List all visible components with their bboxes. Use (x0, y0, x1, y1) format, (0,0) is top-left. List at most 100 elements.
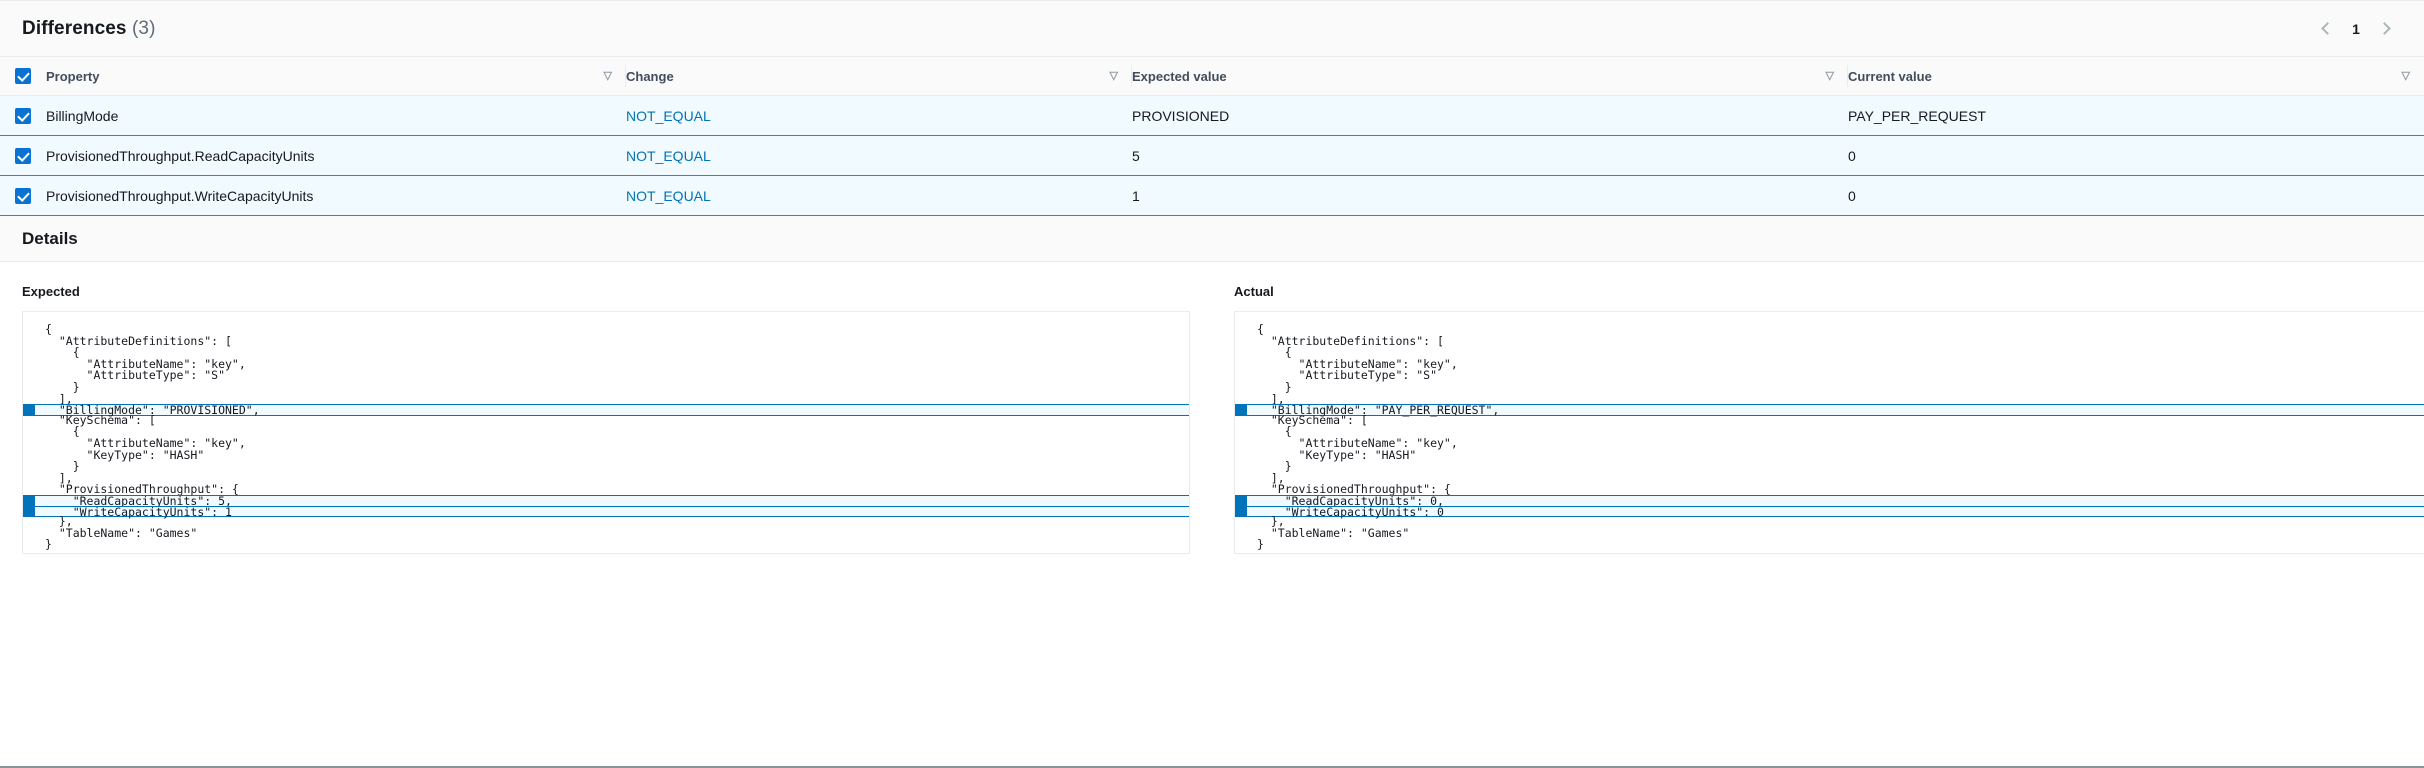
code-line: "AttributeType": "S" (1257, 368, 1438, 383)
change-link[interactable]: NOT_EQUAL (626, 107, 711, 124)
change-link[interactable]: NOT_EQUAL (626, 187, 711, 204)
code-line: ], (45, 391, 73, 406)
code-line: { (45, 322, 52, 336)
code-line: "KeySchema": [ (45, 412, 156, 427)
row-checkbox[interactable] (15, 147, 31, 164)
differences-panel: Differences (3) 1 (0, 0, 2424, 216)
column-header-property-label: Property (46, 68, 100, 84)
row-select-cell (0, 175, 46, 216)
code-line: "KeyType": "HASH" (45, 447, 205, 462)
differences-table: Property ▽ Change ▽ Ex (0, 57, 2424, 216)
column-header-current-value-label: Current value (1848, 68, 1932, 84)
row-checkbox[interactable] (15, 187, 31, 204)
code-line: "ProvisionedThroughput": { (1257, 482, 1451, 497)
change-link[interactable]: NOT_EQUAL (626, 147, 711, 164)
details-body: Expected { "AttributeDefinitions": [ { "… (0, 262, 2424, 762)
code-line-highlighted: "WriteCapacityUnits": 1 (23, 505, 1189, 517)
code-line: { (45, 424, 80, 439)
pagination-next-button[interactable] (2370, 13, 2402, 45)
expected-code-lines: { "AttributeDefinitions": [ { "Attribute… (23, 312, 1189, 551)
cell-current-value: 0 (1848, 175, 2424, 216)
details-section: Details Expected { "AttributeDefinitions… (0, 216, 2424, 762)
cell-change: NOT_EQUAL (626, 135, 1132, 176)
code-line: }, (45, 514, 73, 529)
code-line: { (45, 345, 80, 360)
actual-panel: Actual { "AttributeDefinitions": [ { "At… (1212, 284, 2424, 762)
code-line: } (1257, 379, 1292, 394)
code-line: } (45, 537, 52, 552)
column-divider (1131, 65, 1132, 87)
column-header-property[interactable]: Property ▽ (46, 57, 626, 96)
code-line-highlighted: "BillingMode": "PAY_PER_REQUEST", (1235, 404, 2424, 416)
code-line: "AttributeName": "key", (1257, 356, 1458, 371)
cell-change: NOT_EQUAL (626, 95, 1132, 136)
code-line: "KeyType": "HASH" (1257, 447, 1417, 462)
column-divider (1847, 65, 1848, 87)
differences-count: (3) (131, 17, 156, 39)
differences-title-text: Differences (22, 17, 127, 39)
table-row[interactable]: ProvisionedThroughput.ReadCapacityUnits … (0, 135, 2424, 176)
select-all-checkbox[interactable] (15, 68, 31, 84)
code-line-highlighted: "WriteCapacityUnits": 0 (1235, 505, 2424, 517)
table-header-row: Property ▽ Change ▽ Ex (0, 57, 2424, 96)
code-line: "AttributeName": "key", (45, 356, 246, 371)
chevron-right-icon (2378, 22, 2391, 35)
expected-label: Expected (22, 284, 80, 299)
column-header-expected-value[interactable]: Expected value ▽ (1132, 57, 1848, 96)
page-title: Differences (3) (22, 18, 156, 40)
code-line: "AttributeDefinitions": [ (1257, 333, 1444, 348)
code-line: "TableName": "Games" (45, 525, 198, 540)
code-line: "KeySchema": [ (1257, 412, 1368, 427)
sort-descending-icon[interactable]: ▽ (1109, 69, 1118, 82)
chevron-left-icon (2321, 22, 2334, 35)
table-row[interactable]: BillingMode NOT_EQUAL PROVISIONED PAY_PE… (0, 95, 2424, 136)
column-divider (625, 65, 626, 87)
cell-property: ProvisionedThroughput.WriteCapacityUnits (46, 175, 626, 216)
code-line: { (1257, 424, 1292, 439)
code-line: "AttributeType": "S" (45, 368, 226, 383)
pagination: 1 (2310, 13, 2402, 45)
pagination-page-1[interactable]: 1 (2352, 20, 2360, 37)
expected-panel: Expected { "AttributeDefinitions": [ { "… (0, 284, 1212, 762)
table-row[interactable]: ProvisionedThroughput.WriteCapacityUnits… (0, 175, 2424, 216)
code-line: ], (45, 470, 73, 485)
cell-current-value: 0 (1848, 135, 2424, 176)
code-line: }, (1257, 514, 1285, 529)
sort-descending-icon[interactable]: ▽ (603, 69, 612, 82)
cell-current-value: PAY_PER_REQUEST (1848, 95, 2424, 136)
details-title: Details (22, 228, 78, 248)
code-line: } (1257, 537, 1264, 552)
table-head: Property ▽ Change ▽ Ex (0, 57, 2424, 96)
sort-descending-icon[interactable]: ▽ (2401, 69, 2410, 82)
differences-header: Differences (3) 1 (0, 1, 2424, 57)
code-line: ], (1257, 391, 1285, 406)
code-line: "AttributeName": "key", (1257, 435, 1458, 450)
code-line: } (45, 379, 80, 394)
bottom-rule (0, 766, 2424, 768)
sort-descending-icon[interactable]: ▽ (1825, 69, 1834, 82)
actual-code-box[interactable]: { "AttributeDefinitions": [ { "Attribute… (1234, 311, 2424, 554)
row-select-cell (0, 95, 46, 136)
column-header-current-value[interactable]: Current value ▽ (1848, 57, 2424, 96)
row-select-cell (0, 135, 46, 176)
column-header-change[interactable]: Change ▽ (626, 57, 1132, 96)
code-line: { (1257, 345, 1292, 360)
column-header-expected-value-label: Expected value (1132, 68, 1227, 84)
code-line: ], (1257, 470, 1285, 485)
row-checkbox[interactable] (15, 107, 31, 124)
code-line: } (1257, 459, 1292, 474)
actual-label: Actual (1234, 284, 1274, 299)
table-body: BillingMode NOT_EQUAL PROVISIONED PAY_PE… (0, 95, 2424, 216)
cell-property: BillingMode (46, 95, 626, 136)
pagination-prev-button[interactable] (2310, 13, 2342, 45)
code-line: "AttributeDefinitions": [ (45, 333, 232, 348)
actual-code-lines: { "AttributeDefinitions": [ { "Attribute… (1235, 312, 2424, 551)
code-line: "TableName": "Games" (1257, 525, 1410, 540)
cell-expected-value: 5 (1132, 135, 1848, 176)
cell-change: NOT_EQUAL (626, 175, 1132, 216)
expected-code-box[interactable]: { "AttributeDefinitions": [ { "Attribute… (22, 311, 1190, 554)
cell-property: ProvisionedThroughput.ReadCapacityUnits (46, 135, 626, 176)
code-line: } (45, 459, 80, 474)
select-all-header (0, 57, 46, 96)
